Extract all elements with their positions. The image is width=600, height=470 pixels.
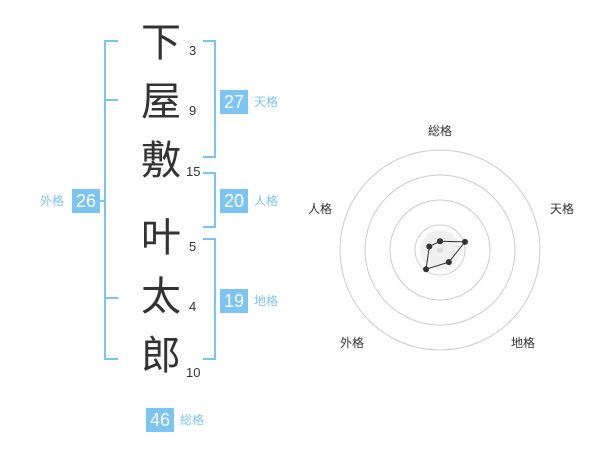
tenkaku-value: 27 (220, 90, 248, 114)
stroke-count-1: 3 (189, 43, 197, 58)
soukaku-label: 総格 (180, 413, 205, 427)
gaikaku-value: 26 (72, 189, 100, 213)
radar-axis-label-gaikaku: 外格 (340, 336, 365, 350)
radar-axis-label-chikaku: 地格 (511, 336, 536, 350)
name-char-4: 叶 (141, 215, 181, 261)
name-char-6: 郎 (141, 333, 181, 379)
radar-axis-label-tenkaku: 天格 (550, 202, 575, 216)
chikaku-label: 地格 (254, 294, 279, 308)
stroke-count-2: 9 (189, 103, 197, 118)
name-char-1: 下 (141, 20, 181, 66)
radar-point-5 (426, 243, 433, 250)
radar-axis-label-jinkaku: 人格 (308, 202, 333, 216)
name-char-2: 屋 (141, 79, 181, 125)
radar-ring (364, 174, 516, 326)
radar-point-4 (423, 266, 430, 273)
radar-ring (339, 149, 541, 351)
radar-ring (414, 224, 466, 276)
jinkaku-value: 20 (220, 189, 248, 213)
gaikaku-label: 外格 (40, 194, 65, 208)
jinkaku-label: 人格 (254, 194, 279, 208)
stroke-count-6: 10 (186, 365, 201, 380)
radar-axis-label-soukaku: 総格 (428, 124, 453, 138)
stroke-count-5: 4 (189, 299, 197, 314)
stroke-count-4: 5 (189, 239, 197, 254)
tenkaku-label: 天格 (254, 95, 279, 109)
radar-point-1 (437, 238, 443, 245)
radar-point-2 (461, 238, 468, 245)
soukaku-value: 46 (146, 408, 174, 432)
stroke-count-3: 15 (186, 164, 201, 179)
radar-ring (389, 199, 491, 301)
chikaku-value: 19 (220, 289, 248, 313)
name-char-5: 太 (141, 274, 181, 320)
radar-center-dot (437, 247, 443, 253)
radar-point-3 (445, 259, 452, 266)
name-char-3: 敷 (141, 138, 181, 184)
